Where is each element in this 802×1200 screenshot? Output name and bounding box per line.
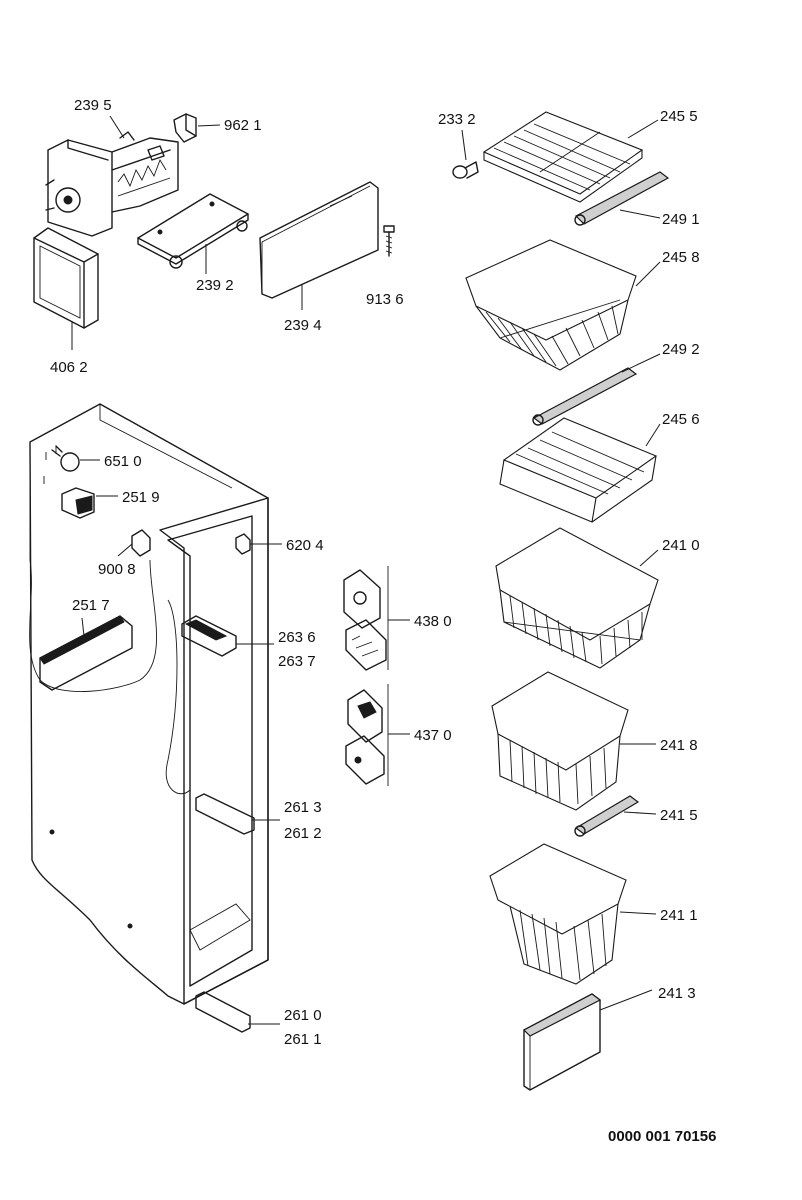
label-263-7: 263 7 [278,653,316,670]
label-241-8: 241 8 [660,737,698,754]
screw-part [383,225,395,257]
shelf-rail-2-part [532,367,638,426]
heater-part [181,615,237,657]
control-board-437-0-part [345,684,389,786]
label-962-1: 962 1 [224,117,262,134]
rail-241-5-part [574,795,640,837]
label-263-6: 263 6 [278,629,316,646]
duct-part [39,615,133,691]
switch-part [235,533,251,555]
label-900-8: 900 8 [98,561,136,578]
cover-panel-part [259,181,379,299]
shelf-rail-1-part [574,171,670,226]
label-233-2: 233 2 [438,111,476,128]
wire-shelf-top-part [482,111,644,203]
label-245-6: 245 6 [662,411,700,428]
label-406-2: 406 2 [50,359,88,376]
label-239-5: 239 5 [74,97,112,114]
ice-maker-part [45,131,179,237]
door-bin-part [523,993,602,1091]
basket-241-0-part [495,527,659,669]
label-261-2: 261 2 [284,825,322,842]
freezer-cabinet-part [29,403,269,1005]
bracket-part [137,193,249,269]
label-261-0: 261 0 [284,1007,322,1024]
hinge-upper-part [195,793,255,835]
hinge-lower-part [195,991,251,1033]
label-261-1: 261 1 [284,1031,322,1048]
label-239-4: 239 4 [284,317,322,334]
label-245-8: 245 8 [662,249,700,266]
ice-bin-part [33,227,99,329]
label-245-5: 245 5 [660,108,698,125]
lamp-cover-part [61,487,95,519]
label-241-5: 241 5 [660,807,698,824]
label-261-3: 261 3 [284,799,322,816]
label-620-4: 620 4 [286,537,324,554]
label-249-2: 249 2 [662,341,700,358]
label-251-9: 251 9 [122,489,160,506]
label-651-0: 651 0 [104,453,142,470]
lamp-part [51,445,80,472]
basket-241-1-part [489,843,627,985]
label-437-0: 437 0 [414,727,452,744]
bulb-part [452,161,479,179]
label-239-2: 239 2 [196,277,234,294]
wire-shelf-lower-part [499,417,658,523]
label-913-6: 913 6 [366,291,404,308]
label-249-1: 249 1 [662,211,700,228]
clip-part [173,113,197,143]
label-241-0: 241 0 [662,537,700,554]
basket-upper-part [465,239,637,371]
label-251-7: 251 7 [72,597,110,614]
basket-241-8-part [491,671,629,811]
control-board-438-0-part [343,566,389,671]
sensor-part [131,529,151,557]
label-438-0: 438 0 [414,613,452,630]
label-241-1: 241 1 [660,907,698,924]
drawing-code: 0000 001 70156 [608,1128,717,1145]
label-241-3: 241 3 [658,985,696,1002]
